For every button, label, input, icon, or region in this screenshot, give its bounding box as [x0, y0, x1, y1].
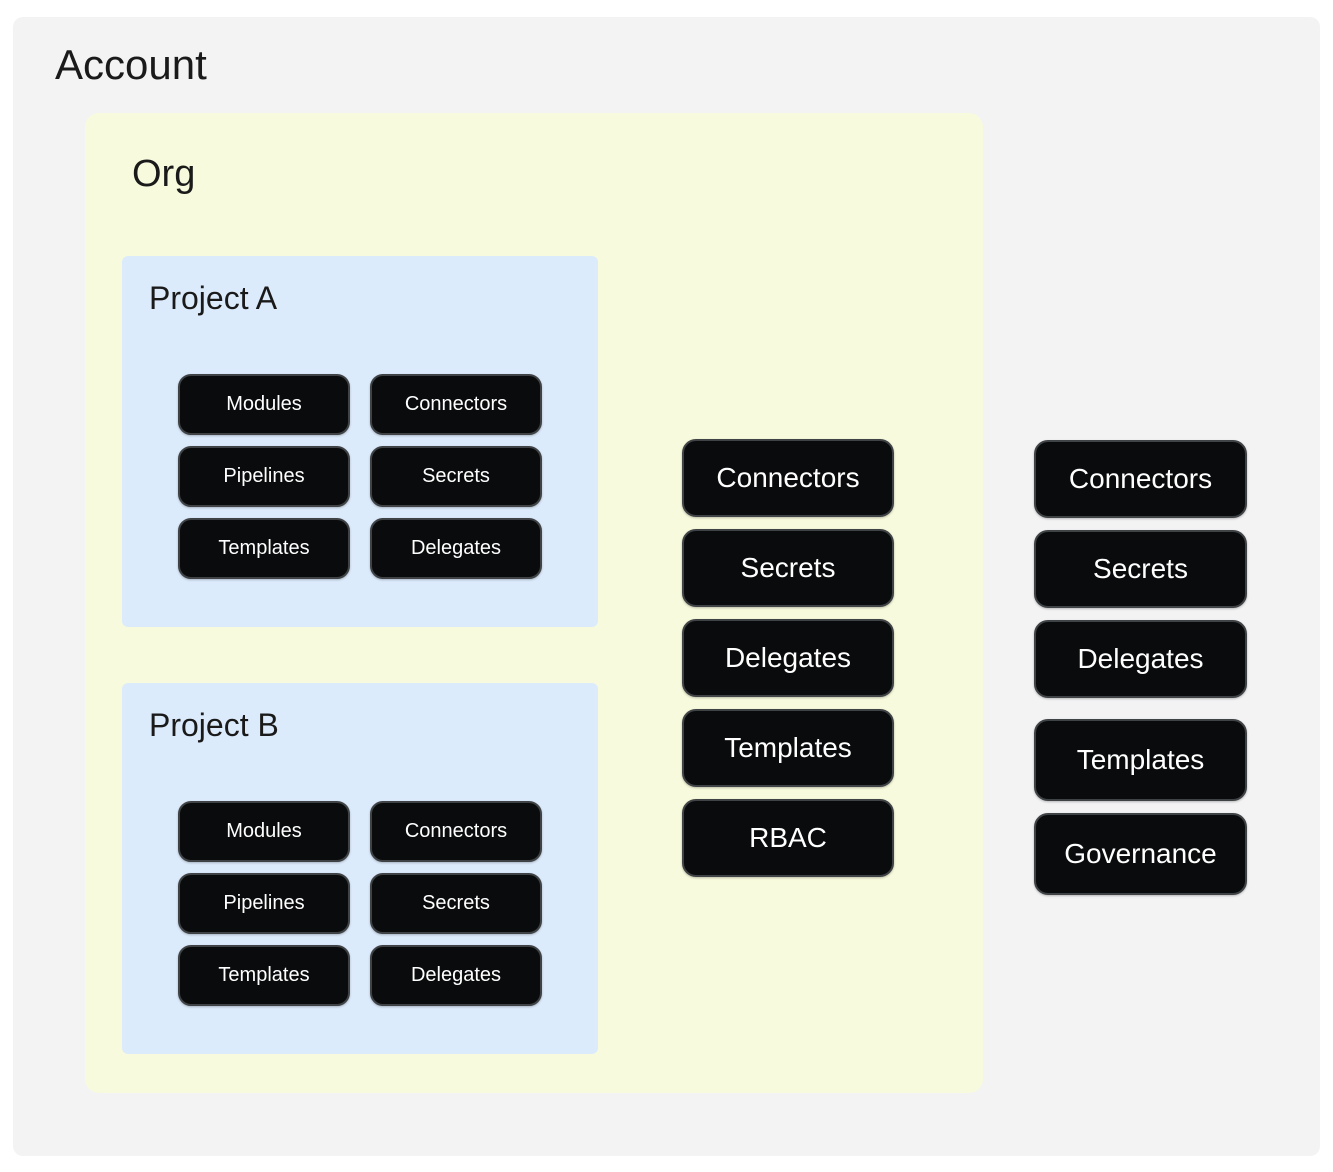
resource-pill-connectors: Connectors: [370, 374, 542, 435]
resource-pill-pipelines: Pipelines: [178, 446, 350, 507]
resource-pill-delegates: Delegates: [1034, 620, 1247, 698]
org-title: Org: [132, 153, 196, 195]
resource-pill-connectors: Connectors: [1034, 440, 1247, 518]
resource-pill-secrets: Secrets: [682, 529, 894, 607]
resource-pill-secrets: Secrets: [370, 873, 542, 934]
resource-pill-rbac: RBAC: [682, 799, 894, 877]
resource-pill-templates: Templates: [1034, 719, 1247, 801]
account-title: Account: [55, 41, 207, 88]
resource-pill-connectors: Connectors: [682, 439, 894, 517]
resource-pill-modules: Modules: [178, 374, 350, 435]
project-b-title: Project B: [149, 707, 279, 743]
resource-pill-templates: Templates: [178, 945, 350, 1006]
resource-pill-templates: Templates: [682, 709, 894, 787]
project-a-title: Project A: [149, 280, 278, 316]
resource-pill-delegates: Delegates: [370, 518, 542, 579]
resource-pill-delegates: Delegates: [682, 619, 894, 697]
resource-pill-secrets: Secrets: [1034, 530, 1247, 608]
resource-pill-delegates: Delegates: [370, 945, 542, 1006]
resource-pill-secrets: Secrets: [370, 446, 542, 507]
resource-pill-connectors: Connectors: [370, 801, 542, 862]
resource-pill-governance: Governance: [1034, 813, 1247, 895]
resource-pill-modules: Modules: [178, 801, 350, 862]
resource-pill-templates: Templates: [178, 518, 350, 579]
resource-pill-pipelines: Pipelines: [178, 873, 350, 934]
